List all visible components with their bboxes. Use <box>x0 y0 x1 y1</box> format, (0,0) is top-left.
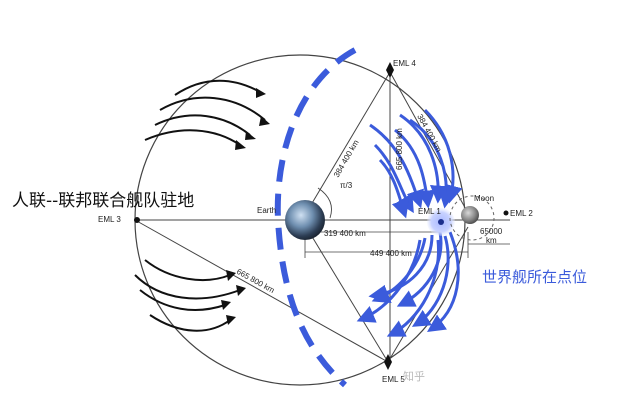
eml1-point <box>438 219 444 225</box>
label-angle: π/3 <box>340 181 353 190</box>
label-dist-earth-eml4: 384 400 km <box>332 138 361 179</box>
label-dist-eml4-eml5: 665 800 km <box>395 128 404 170</box>
label-eml5: EML 5 <box>382 375 405 384</box>
eml5-point <box>384 354 392 370</box>
earth-planet <box>285 200 325 240</box>
label-moon: Moon <box>474 194 494 203</box>
label-dist-moon-eml2-value: 65000 <box>480 227 503 236</box>
label-dist-earth-eml1: 319 400 km <box>324 229 366 238</box>
blue-dashed-boundary <box>274 47 357 388</box>
line-earth-eml5 <box>304 224 389 363</box>
watermark: 知乎 <box>403 369 425 383</box>
annotation-world-fleet: 世界舰所在点位 <box>482 268 587 286</box>
moon-planet <box>461 206 479 224</box>
label-eml4: EML 4 <box>393 59 416 68</box>
label-dist-earth-moon: 449 400 km <box>370 249 412 258</box>
blue-flow-arrows <box>356 108 463 337</box>
line-eml3-eml5 <box>134 219 389 363</box>
angle-arc <box>317 187 332 219</box>
label-eml2: EML 2 <box>510 209 533 218</box>
label-dist-moon-eml2-unit: km <box>486 236 497 245</box>
left-flow-arrowheads <box>221 88 270 325</box>
moon-hill-sphere <box>449 195 495 241</box>
eml3-point <box>134 217 140 223</box>
label-eml3: EML 3 <box>98 215 121 224</box>
eml4-point <box>386 62 394 78</box>
left-flow-arrows <box>134 79 266 332</box>
label-earth: Earth <box>257 206 276 215</box>
annotation-alliance-station: 人联--联邦联合舰队驻地 <box>12 191 194 211</box>
label-eml1: EML 1 <box>418 207 441 216</box>
line-earth-eml4 <box>304 71 391 216</box>
eml2-point <box>503 210 509 216</box>
